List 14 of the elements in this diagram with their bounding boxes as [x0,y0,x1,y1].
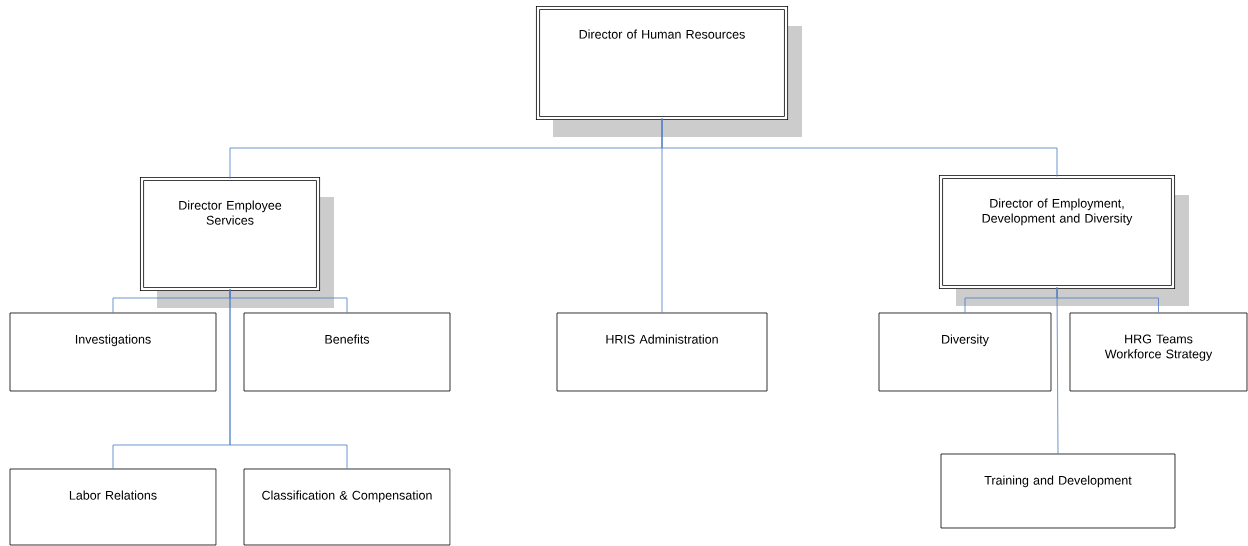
org-box: Director Employee Services [139,176,334,308]
org-box: Director of Human Resources [535,5,802,137]
connector-line [229,289,348,469]
org-box: Classification & Compensation [243,468,451,546]
org-box: Diversity [878,312,1052,392]
org-box: Investigations [9,312,217,392]
org-box: HRG Teams Workforce Strategy [1069,312,1248,392]
org-box: Director of Employment, Development and Diversity [938,174,1189,306]
org-box: HRIS Administration [556,312,768,392]
org-box: Labor Relations [9,468,217,546]
org-box: Benefits [243,312,451,392]
connector-line [1056,287,1059,454]
connector-line [661,118,1058,177]
org-box: Training and Development [940,453,1176,529]
